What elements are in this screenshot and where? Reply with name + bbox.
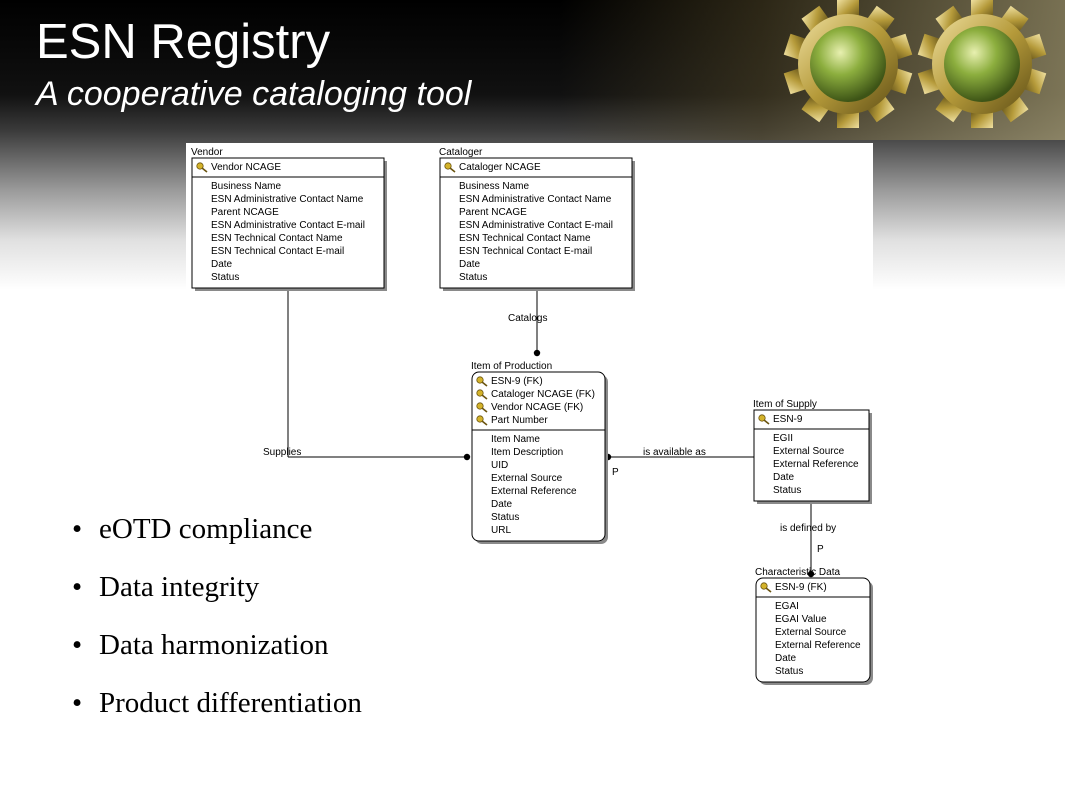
entity-box bbox=[439, 157, 633, 289]
bullet-list: eOTD compliance Data integrity Data harm… bbox=[72, 505, 362, 737]
entity-name: Characteristic Data bbox=[755, 567, 840, 578]
slide-subtitle: A cooperative cataloging tool bbox=[36, 75, 472, 113]
rel-label-is-available-as: is available as bbox=[643, 447, 706, 458]
entity-attribute: UID bbox=[491, 460, 508, 471]
entity-attribute: Status bbox=[211, 272, 239, 283]
entity-name: Item of Production bbox=[471, 361, 552, 372]
entity-attribute: External Reference bbox=[773, 459, 859, 470]
entity-key-attribute: ESN-9 bbox=[773, 414, 803, 425]
rel-cardinality-is-defined-by: P bbox=[817, 544, 824, 555]
entity-attribute: External Source bbox=[491, 473, 563, 484]
entity-attribute: ESN Technical Contact Name bbox=[459, 233, 591, 244]
end-dot-is-defined-by bbox=[807, 570, 815, 578]
rel-cardinality-is-available-as: P bbox=[612, 467, 619, 478]
entity-attribute: Business Name bbox=[459, 181, 529, 192]
rel-label-supplies: Supplies bbox=[263, 447, 301, 458]
entity-attribute: External Reference bbox=[775, 640, 861, 651]
entity-attribute: Date bbox=[773, 472, 795, 483]
entity-name: Vendor bbox=[191, 147, 223, 158]
entity-attribute: External Source bbox=[773, 446, 845, 457]
end-dot-supplies bbox=[463, 453, 471, 461]
gear-left-icon bbox=[783, 0, 913, 128]
key-icon bbox=[196, 162, 208, 173]
entity-box bbox=[191, 157, 385, 289]
entity-attribute: Status bbox=[459, 272, 487, 283]
key-icon bbox=[476, 402, 488, 413]
entity-attribute: ESN Technical Contact Name bbox=[211, 233, 343, 244]
entity-attribute: Date bbox=[775, 653, 797, 664]
entity-attribute: Status bbox=[773, 485, 801, 496]
entity-key-attribute: Cataloger NCAGE bbox=[459, 162, 541, 173]
entity-key-attribute: Vendor NCAGE bbox=[211, 162, 281, 173]
key-icon bbox=[760, 582, 772, 593]
entity-attribute: EGAI bbox=[775, 601, 799, 612]
bullet-item: eOTD compliance bbox=[72, 505, 362, 563]
entity-box bbox=[471, 371, 606, 542]
gears-logo bbox=[783, 0, 1047, 128]
entity-key-attribute: Cataloger NCAGE (FK) bbox=[491, 389, 595, 400]
rel-label-catalogs: Catalogs bbox=[508, 313, 547, 324]
entity-attribute: Item Description bbox=[491, 447, 563, 458]
slide-title: ESN Registry bbox=[36, 15, 331, 69]
entity-attribute: ESN Technical Contact E-mail bbox=[211, 246, 344, 257]
entity-attribute: ESN Technical Contact E-mail bbox=[459, 246, 592, 257]
entity-attribute: Parent NCAGE bbox=[459, 207, 527, 218]
entity-attribute: ESN Administrative Contact Name bbox=[459, 194, 612, 205]
key-icon bbox=[476, 389, 488, 400]
entity-attribute: URL bbox=[491, 525, 511, 536]
entity-attribute: ESN Administrative Contact Name bbox=[211, 194, 364, 205]
entity-attribute: ESN Administrative Contact E-mail bbox=[211, 220, 365, 231]
entity-key-attribute: ESN-9 (FK) bbox=[775, 582, 827, 593]
bullet-item: Data integrity bbox=[72, 563, 362, 621]
entity-attribute: Item Name bbox=[491, 434, 540, 445]
rel-label-is-defined-by: is defined by bbox=[780, 523, 836, 534]
entity-attribute: Parent NCAGE bbox=[211, 207, 279, 218]
entity-attribute: EGII bbox=[773, 433, 793, 444]
key-icon bbox=[476, 376, 488, 387]
entity-attribute: External Reference bbox=[491, 486, 577, 497]
entity-key-attribute: Part Number bbox=[491, 415, 548, 426]
key-icon bbox=[444, 162, 456, 173]
entity-attribute: Business Name bbox=[211, 181, 281, 192]
entity-box bbox=[753, 409, 870, 502]
bullet-item: Product differentiation bbox=[72, 679, 362, 737]
entity-attribute: External Source bbox=[775, 627, 847, 638]
entity-key-attribute: ESN-9 (FK) bbox=[491, 376, 543, 387]
entity-attribute: Status bbox=[491, 512, 519, 523]
entity-attribute: Date bbox=[491, 499, 513, 510]
entity-attribute: ESN Administrative Contact E-mail bbox=[459, 220, 613, 231]
entity-attribute: Status bbox=[775, 666, 803, 677]
entity-name: Cataloger bbox=[439, 147, 483, 158]
gear-right-icon bbox=[917, 0, 1047, 128]
entity-attribute: EGAI Value bbox=[775, 614, 827, 625]
entity-name: Item of Supply bbox=[753, 399, 817, 410]
end-dot-catalogs bbox=[533, 349, 541, 357]
bullet-item: Data harmonization bbox=[72, 621, 362, 679]
entity-attribute: Date bbox=[211, 259, 233, 270]
entity-box bbox=[755, 577, 871, 683]
entity-attribute: Date bbox=[459, 259, 481, 270]
key-icon bbox=[476, 415, 488, 426]
entity-key-attribute: Vendor NCAGE (FK) bbox=[491, 402, 583, 413]
key-icon bbox=[758, 414, 770, 425]
